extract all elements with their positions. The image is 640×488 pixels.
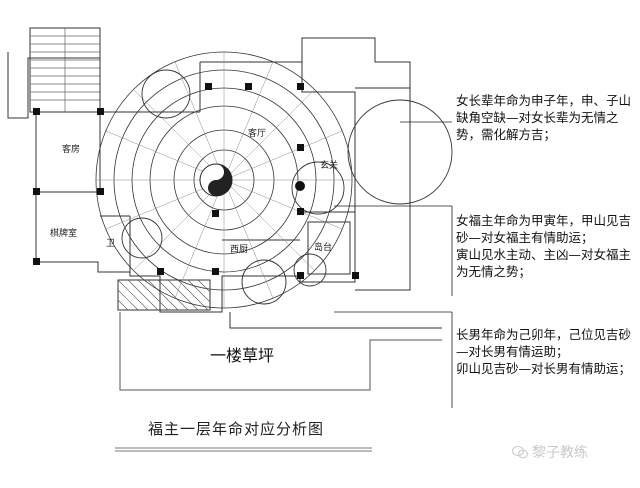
room-chess: 棋牌室 <box>50 229 78 239</box>
island-counter <box>307 221 351 275</box>
room-kitchen: 西厨 <box>230 245 249 255</box>
diagram-caption: 福主一层年命对应分析图 <box>148 420 325 438</box>
room-living: 客厅 <box>248 129 267 139</box>
watermark: 黎子教练 <box>532 445 588 461</box>
stair-treads <box>30 28 100 112</box>
columns <box>33 83 359 279</box>
room-island: 岛台 <box>314 243 333 253</box>
note-female-host: 女福主年命为甲寅年，甲山见吉砂—对女福主有情助运； 寅山见水主动、主凶—对女福主… <box>456 213 632 279</box>
exterior-wall <box>35 37 411 313</box>
terrace-outline <box>7 52 101 119</box>
taiji-symbol <box>199 163 233 197</box>
room-bath: 卫 <box>106 239 116 249</box>
lawn-outline <box>229 312 442 329</box>
note-eldest-son: 长男年命为己卯年，己位见吉砂—对长男有情运助； 卯山见吉砂—对长男有情助运； <box>456 327 632 376</box>
room-guest: 客房 <box>62 145 81 155</box>
room-foyer: 玄关 <box>320 161 339 171</box>
lawn-label: 一楼草坪 <box>210 346 275 365</box>
right-wing <box>355 87 411 291</box>
note-female-elder: 女长辈年命为申子年，申、子山缺角空缺—对女长辈为无情之势，需化解方吉； <box>456 93 632 142</box>
wechat-icon <box>512 446 528 459</box>
missing-corner-circle <box>347 99 453 205</box>
hatched-stair <box>117 279 211 311</box>
